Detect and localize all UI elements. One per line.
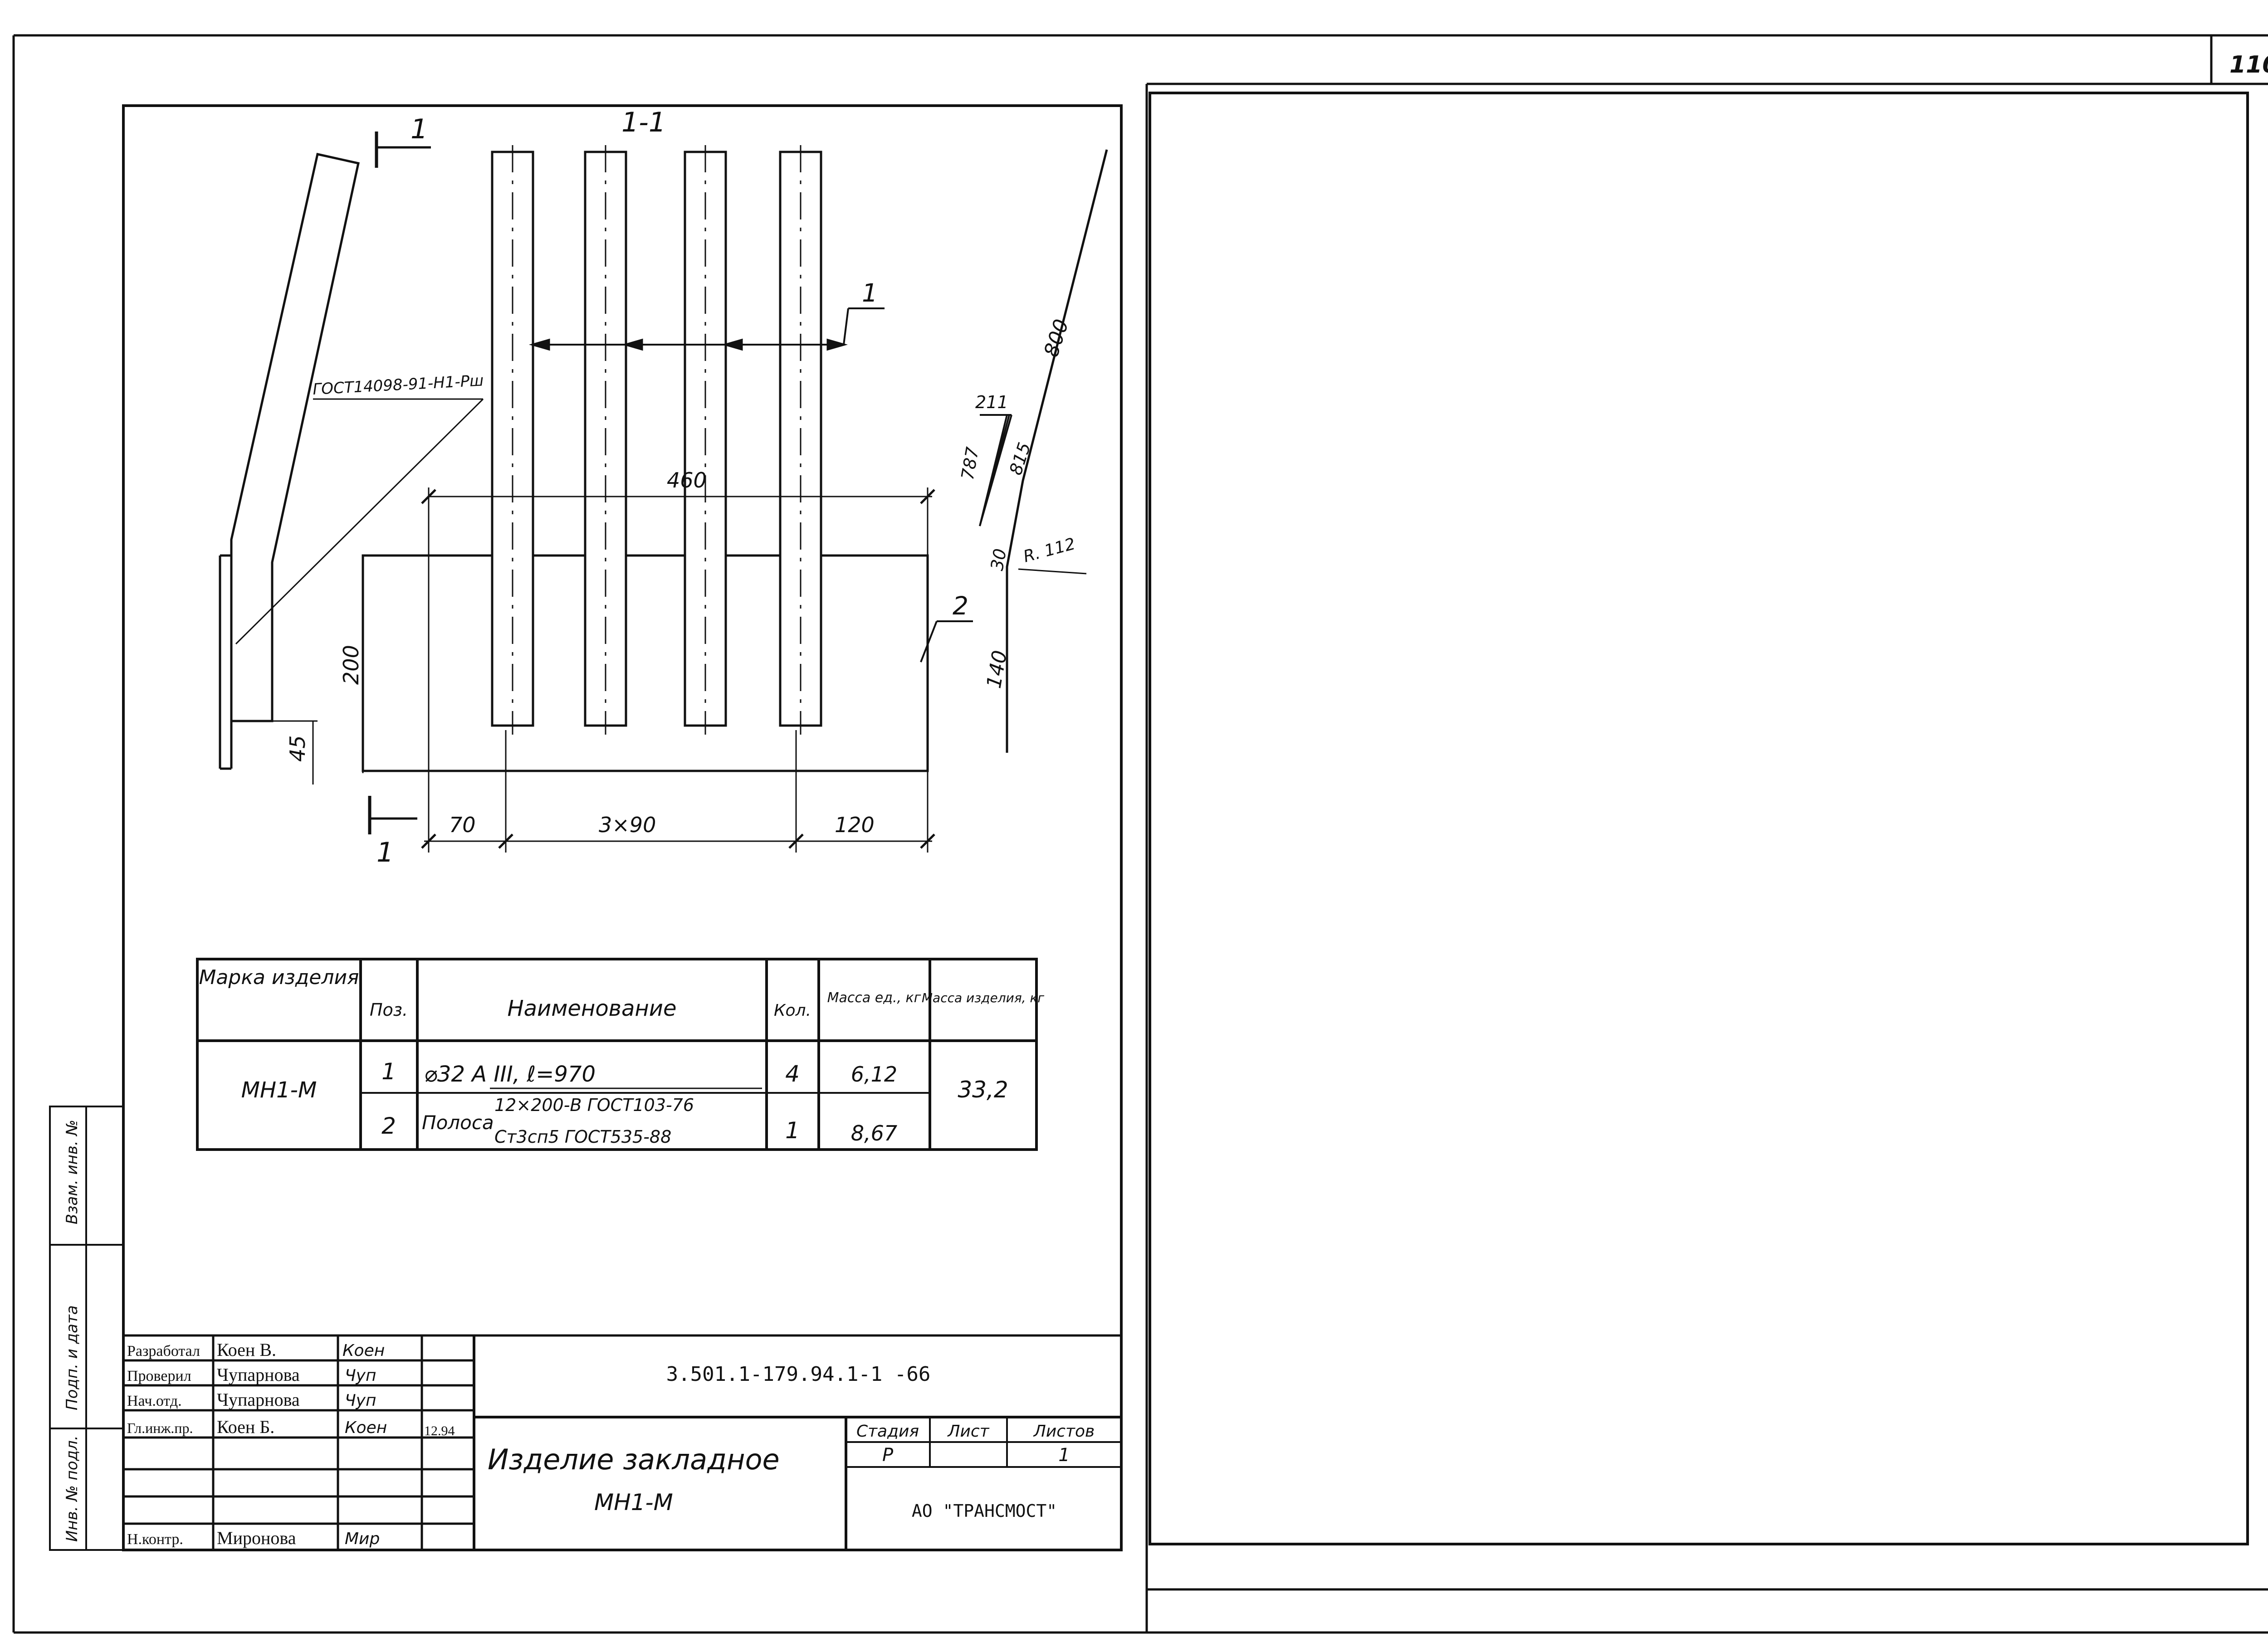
th-mark: Марка изделия	[199, 966, 359, 989]
role-1: Разработал	[127, 1343, 200, 1360]
cell-product-mass: 33,2	[958, 1077, 1008, 1103]
dim-120: 120	[835, 813, 875, 837]
row1-name: ⌀32 A ІІІ, ℓ=970	[424, 1062, 596, 1087]
name-2: Чупарнова	[217, 1364, 300, 1385]
sheets-label: Листов	[1033, 1422, 1095, 1441]
dim-200: 200	[339, 645, 363, 685]
dim-3x90: 3×90	[599, 813, 656, 837]
side-stamp	[49, 1106, 124, 1551]
dim-787: 787	[958, 445, 983, 481]
weld-callout: ГОСТ14098-91-Н1-Рш	[312, 371, 484, 399]
side-stamp-middle: Подп. и дата	[63, 1305, 81, 1410]
sig-4: Коен	[345, 1418, 387, 1437]
th-name: Наименование	[507, 996, 676, 1021]
sheet-label: Лист	[947, 1422, 989, 1441]
dim-radius: R. 112	[1022, 535, 1077, 566]
position-1-label: 1	[862, 278, 878, 307]
role-4: Гл.инж.пр.	[127, 1420, 193, 1436]
dim-70: 70	[449, 813, 476, 837]
dim-800: 800	[1040, 317, 1073, 360]
stage-value: Р	[882, 1445, 894, 1466]
th-unit-mass: Масса ед., кг	[827, 990, 921, 1006]
cell-mark: МН1-М	[241, 1077, 317, 1103]
name-3: Чупарнова	[217, 1389, 300, 1410]
title-block	[122, 1334, 1123, 1551]
row2-pos: 2	[381, 1113, 396, 1139]
role-5: Н.контр.	[127, 1531, 183, 1548]
document-code: 3.501.1-179.94.1-1 -66	[666, 1363, 931, 1386]
dim-211: 211	[975, 392, 1008, 412]
dim-815: 815	[1006, 440, 1035, 478]
section-mark-bottom: 1	[376, 837, 394, 868]
product-title-line1: Изделие закладное	[488, 1443, 780, 1476]
dim-460: 460	[667, 468, 707, 492]
organization: АО "ТРАНСМОСТ"	[912, 1501, 1057, 1521]
row2-name-top: 12×200-В ГОСТ103-76	[494, 1095, 694, 1115]
section-mark-top: 1	[411, 113, 428, 145]
th-pos: Поз.	[370, 1000, 408, 1020]
sheets-value: 1	[1058, 1445, 1070, 1466]
position-2-label: 2	[953, 591, 968, 620]
th-product-mass: Масса изделия, кг	[922, 990, 1044, 1005]
row2-qty: 1	[785, 1117, 800, 1144]
outer-frame	[12, 34, 2268, 1634]
sig-1: Коен	[342, 1341, 385, 1360]
dim-30: 30	[987, 547, 1011, 572]
row2-unit-mass: 8,67	[851, 1121, 897, 1145]
sig-5: Мир	[345, 1530, 380, 1548]
name-1: Коен В.	[217, 1340, 276, 1360]
name-4: Коен Б.	[217, 1417, 274, 1437]
row2-name-bottom: Ст3сп5 ГОСТ535-88	[494, 1127, 671, 1147]
sig-2: Чуп	[345, 1366, 376, 1385]
role-2: Проверил	[127, 1368, 191, 1384]
name-5: Миронова	[217, 1528, 296, 1548]
dim-45: 45	[285, 735, 310, 762]
date: 12.94	[424, 1423, 455, 1438]
section-drawing	[219, 132, 1108, 853]
row2-prefix: Полоса	[422, 1111, 494, 1134]
row1-pos: 1	[381, 1058, 396, 1085]
stage-label: Стадия	[856, 1422, 919, 1441]
th-mark-text: Марка изделия	[199, 966, 359, 989]
side-stamp-bottom: Инв. № подл.	[63, 1435, 81, 1542]
side-stamp-top: Взам. инв. №	[63, 1120, 81, 1224]
role-3: Нач.отд.	[127, 1393, 182, 1409]
th-qty: Кол.	[774, 1001, 811, 1020]
spec-table	[196, 958, 1038, 1151]
right-panel	[1149, 92, 2249, 1545]
section-label: 1-1	[621, 107, 666, 138]
row1-unit-mass: 6,12	[851, 1062, 897, 1087]
product-title-line2: МН1-М	[594, 1489, 673, 1516]
sig-3: Чуп	[345, 1391, 376, 1410]
sheet-number: 110	[2229, 51, 2268, 78]
row1-qty: 4	[785, 1061, 800, 1087]
